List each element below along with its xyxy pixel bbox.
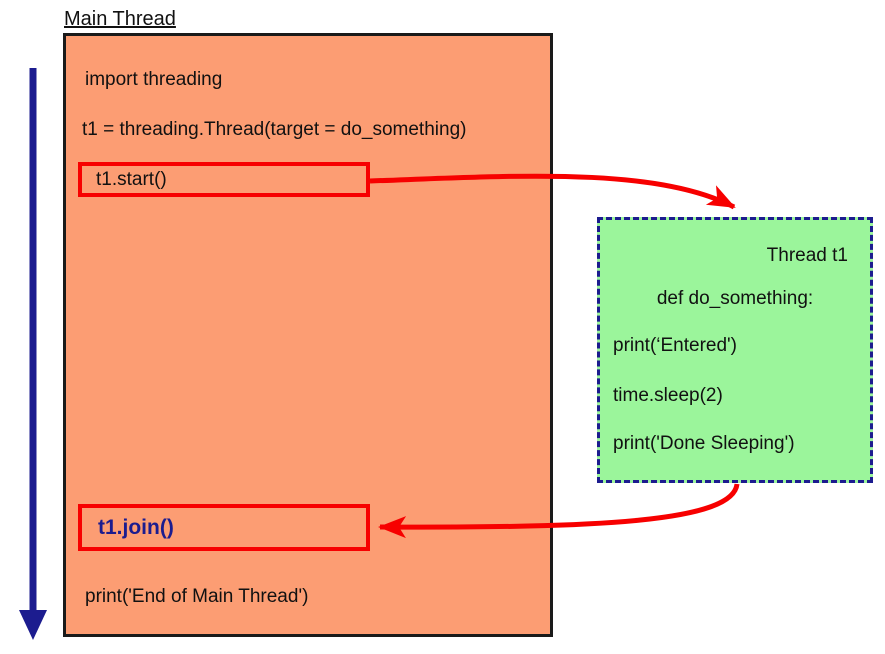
create-thread-line: t1 = threading.Thread(target = do_someth… (82, 119, 467, 140)
end-of-main-thread-line: print('End of Main Thread') (85, 586, 309, 607)
start-call-line: t1.start() (96, 168, 167, 190)
main-thread-box (63, 33, 553, 637)
thread-t1-box: Thread t1 def do_something: print(‘Enter… (597, 217, 873, 483)
thread-t1-content: Thread t1 def do_something: print(‘Enter… (600, 220, 870, 480)
main-timeline-arrow (19, 68, 47, 640)
def-do-something-line: def do_something: (656, 288, 814, 309)
start-call-highlight-box: t1.start() (78, 162, 370, 197)
main-timeline-arrowhead-icon (19, 610, 47, 640)
join-call-line: t1.join() (98, 515, 174, 539)
import-threading-line: import threading (85, 69, 223, 90)
main-thread-title: Main Thread (64, 8, 176, 30)
join-call-highlight-box: t1.join() (78, 504, 370, 551)
time-sleep-line: time.sleep(2) (613, 385, 723, 406)
print-entered-line: print(‘Entered') (613, 335, 738, 356)
thread-t1-title: Thread t1 (766, 245, 848, 266)
print-done-sleeping-line: print('Done Sleeping') (613, 433, 795, 454)
